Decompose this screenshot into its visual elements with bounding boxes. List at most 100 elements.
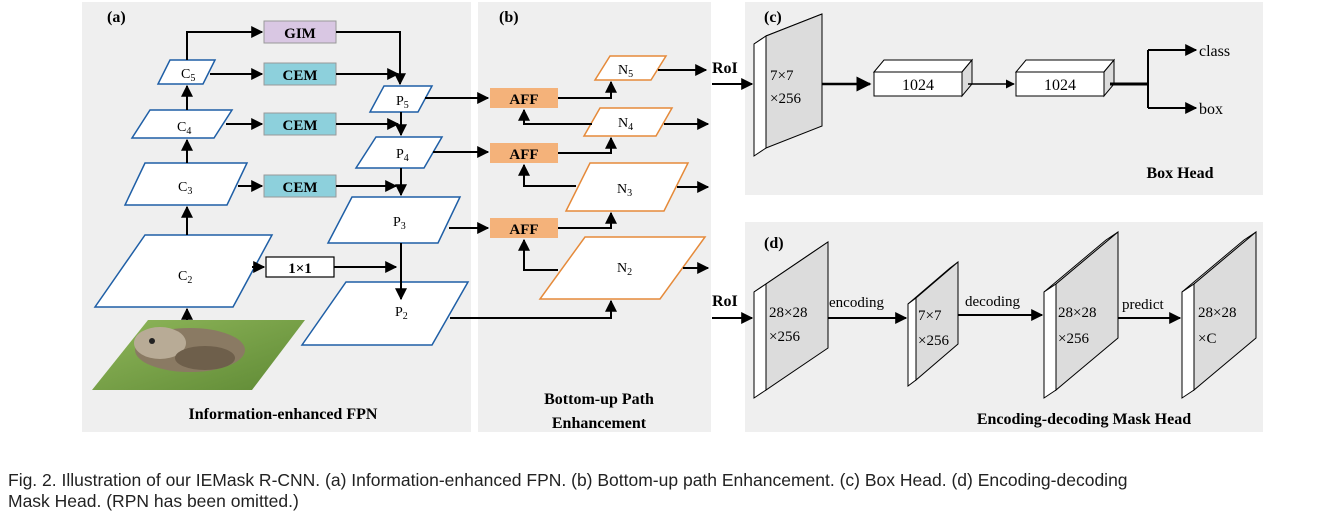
p5-subscript: 5 (404, 100, 409, 111)
conv1x1-label: 1×1 (288, 261, 312, 277)
figure-caption: Fig. 2. Illustration of our IEMask R-CNN… (8, 470, 1338, 512)
c2-subscript: 2 (187, 275, 192, 286)
p3-label: P (393, 215, 401, 230)
panel-b-title-line2: Enhancement (552, 415, 647, 432)
mask-feature-3 (1043, 230, 1119, 399)
cem-label-c5: CEM (283, 68, 318, 84)
op-predict-label: predict (1122, 297, 1164, 313)
panel-d-background (745, 222, 1263, 432)
p3-subscript: 3 (401, 221, 406, 232)
panel-a-label: (a) (107, 9, 126, 26)
mask-f2-line2: ×256 (918, 333, 949, 349)
mask-f1-line2: ×256 (769, 329, 800, 345)
output-class-label: class (1199, 43, 1230, 60)
n2-feature-map (538, 236, 707, 300)
n5-subscript: 5 (628, 69, 633, 80)
cem-label-c4: CEM (283, 118, 318, 134)
aff-box-3 (490, 218, 558, 238)
aff-box-2 (490, 143, 558, 163)
aff-box-1 (490, 88, 558, 108)
svg-text:P4: P4 (396, 147, 409, 164)
svg-text:N2: N2 (617, 261, 632, 278)
caption-line2: Mask Head. (RPN has been omitted.) (8, 491, 299, 511)
svg-text:C4: C4 (177, 120, 191, 137)
c5-feature-map (156, 59, 217, 85)
p2-label: P (395, 305, 403, 320)
p4-feature-map (354, 136, 444, 169)
c2-feature-map (93, 234, 274, 308)
n2-label: N (617, 261, 627, 276)
panel-a-title: Information-enhanced FPN (189, 406, 378, 423)
svg-text:N5: N5 (618, 63, 633, 80)
panel-c-title: Box Head (1146, 165, 1213, 182)
panel-b-title-line1: Bottom-up Path (544, 391, 654, 408)
svg-text:P3: P3 (393, 215, 406, 232)
svg-text:N4: N4 (618, 116, 633, 133)
box-feat-line2: ×256 (770, 91, 801, 107)
mask-feature-1 (753, 241, 829, 399)
cem-label-c3: CEM (283, 180, 318, 196)
mask-feature-4 (1181, 230, 1257, 399)
svg-text:C2: C2 (178, 269, 192, 286)
p5-label: P (396, 94, 404, 109)
output-box-label: box (1199, 101, 1223, 118)
c4-label: C (177, 120, 186, 135)
panel-d-title: Encoding-decoding Mask Head (977, 411, 1191, 428)
n2-subscript: 2 (627, 267, 632, 278)
fc1-label: 1024 (902, 77, 934, 94)
svg-text:P5: P5 (396, 94, 409, 111)
mask-f4-line1: 28×28 (1198, 305, 1236, 321)
panel-d-label: (d) (764, 235, 784, 252)
aff-label-2: AFF (509, 147, 538, 163)
c2-label: C (178, 269, 187, 284)
caption-line1: Fig. 2. Illustration of our IEMask R-CNN… (8, 470, 1128, 490)
aff-label-3: AFF (509, 222, 538, 238)
input-bear-image (92, 320, 305, 390)
c3-label: C (178, 180, 187, 195)
n3-feature-map (564, 162, 690, 212)
mask-feature-2 (907, 260, 959, 387)
c4-subscript: 4 (186, 126, 191, 137)
fc2-label: 1024 (1044, 77, 1076, 94)
box-head-roi-feature (753, 13, 823, 157)
p3-feature-map (326, 196, 462, 244)
p4-label: P (396, 147, 404, 162)
c3-feature-map (123, 162, 249, 206)
mask-head-roi-label: RoI (712, 293, 738, 310)
panel-c-background (745, 2, 1263, 195)
mask-f4-line2: ×C (1198, 331, 1216, 347)
c4-feature-map (130, 109, 234, 139)
gim-label: GIM (284, 26, 316, 42)
c3-subscript: 3 (187, 186, 192, 197)
fc1-box (872, 58, 974, 98)
n4-label: N (618, 116, 628, 131)
p2-feature-map (300, 281, 470, 346)
n4-feature-map (582, 107, 674, 137)
box-head-roi-label: RoI (712, 60, 738, 77)
svg-text:N3: N3 (617, 182, 632, 199)
svg-text:C3: C3 (178, 180, 192, 197)
mask-f1-line1: 28×28 (769, 305, 807, 321)
box-feat-line1: 7×7 (770, 68, 794, 84)
p4-subscript: 4 (404, 153, 409, 164)
panel-b-background (478, 2, 711, 432)
svg-text:C5: C5 (181, 67, 195, 84)
mask-f3-line1: 28×28 (1058, 305, 1096, 321)
fc2-box (1014, 58, 1116, 98)
n5-label: N (618, 63, 628, 78)
panel-b-label: (b) (499, 9, 519, 26)
op-encoding-label: encoding (829, 295, 884, 311)
n3-label: N (617, 182, 627, 197)
mask-f2-line1: 7×7 (918, 308, 942, 324)
mask-f3-line2: ×256 (1058, 331, 1089, 347)
p2-subscript: 2 (403, 311, 408, 322)
svg-text:P2: P2 (395, 305, 408, 322)
op-decoding-label: decoding (965, 294, 1020, 310)
n4-subscript: 4 (628, 122, 633, 133)
c5-label: C (181, 67, 190, 82)
p5-feature-map (368, 85, 434, 113)
c5-subscript: 5 (190, 73, 195, 84)
panel-c-label: (c) (764, 9, 782, 26)
aff-label-1: AFF (509, 92, 538, 108)
